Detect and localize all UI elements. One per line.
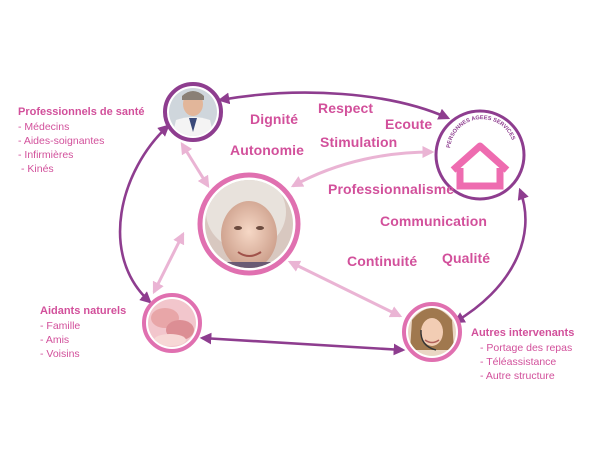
value-stimulation: Stimulation (320, 134, 398, 150)
value-qualite: Qualité (442, 250, 491, 266)
arrow-elder-to-doctor (180, 141, 210, 189)
list-item: - Kinés (21, 163, 54, 175)
arrow-doctor-to-aidants (118, 124, 170, 304)
arrow-elder-to-aidants (152, 231, 185, 295)
block-aidants-naturels: Aidants naturels - Famille - Amis - Vois… (40, 305, 126, 361)
block-title-professionnels: Professionnels de santé (18, 106, 145, 118)
block-title-aidants: Aidants naturels (40, 305, 127, 317)
arrow-elder-to-logo (290, 146, 435, 188)
value-continuite: Continuité (347, 253, 418, 269)
arrow-logo-to-operator (452, 187, 529, 324)
arrow-aidants-to-operator (199, 332, 406, 356)
value-ecoute: Ecoute (385, 116, 433, 132)
hands-photo (142, 293, 202, 353)
list-item: - Médecins (18, 121, 70, 133)
value-communication: Communication (380, 213, 488, 229)
arrow-doctor-to-logo (217, 91, 451, 120)
value-respect: Respect (318, 100, 374, 116)
arrow-elder-to-operator (287, 260, 403, 318)
value-professionnalisme: Professionnalisme (328, 181, 455, 197)
list-item: - Téléassistance (480, 356, 557, 368)
list-item: - Autre structure (480, 370, 555, 382)
value-dignite: Dignité (250, 111, 299, 127)
value-autonomie: Autonomie (230, 142, 305, 158)
block-professionnels-de-sante: Professionnels de santé - Médecins - Aid… (18, 106, 145, 176)
logo-personnes-agees-services: PERSONNES AGEES SERVICES (434, 109, 526, 201)
doctor-photo (163, 82, 223, 142)
list-item: - Aides-soignantes (18, 135, 105, 147)
list-item: - Amis (40, 334, 70, 346)
elderly-woman-photo (197, 172, 301, 276)
list-item: - Famille (40, 320, 81, 332)
headset-operator-photo (402, 302, 462, 362)
list-item: - Portage des repas (480, 342, 573, 354)
block-title-autres: Autres intervenants (471, 327, 575, 339)
block-autres-intervenants: Autres intervenants - Portage des repas … (471, 327, 574, 383)
list-item: - Voisins (40, 348, 80, 360)
list-item: - Infirmières (18, 149, 74, 161)
house-icon (450, 142, 510, 190)
